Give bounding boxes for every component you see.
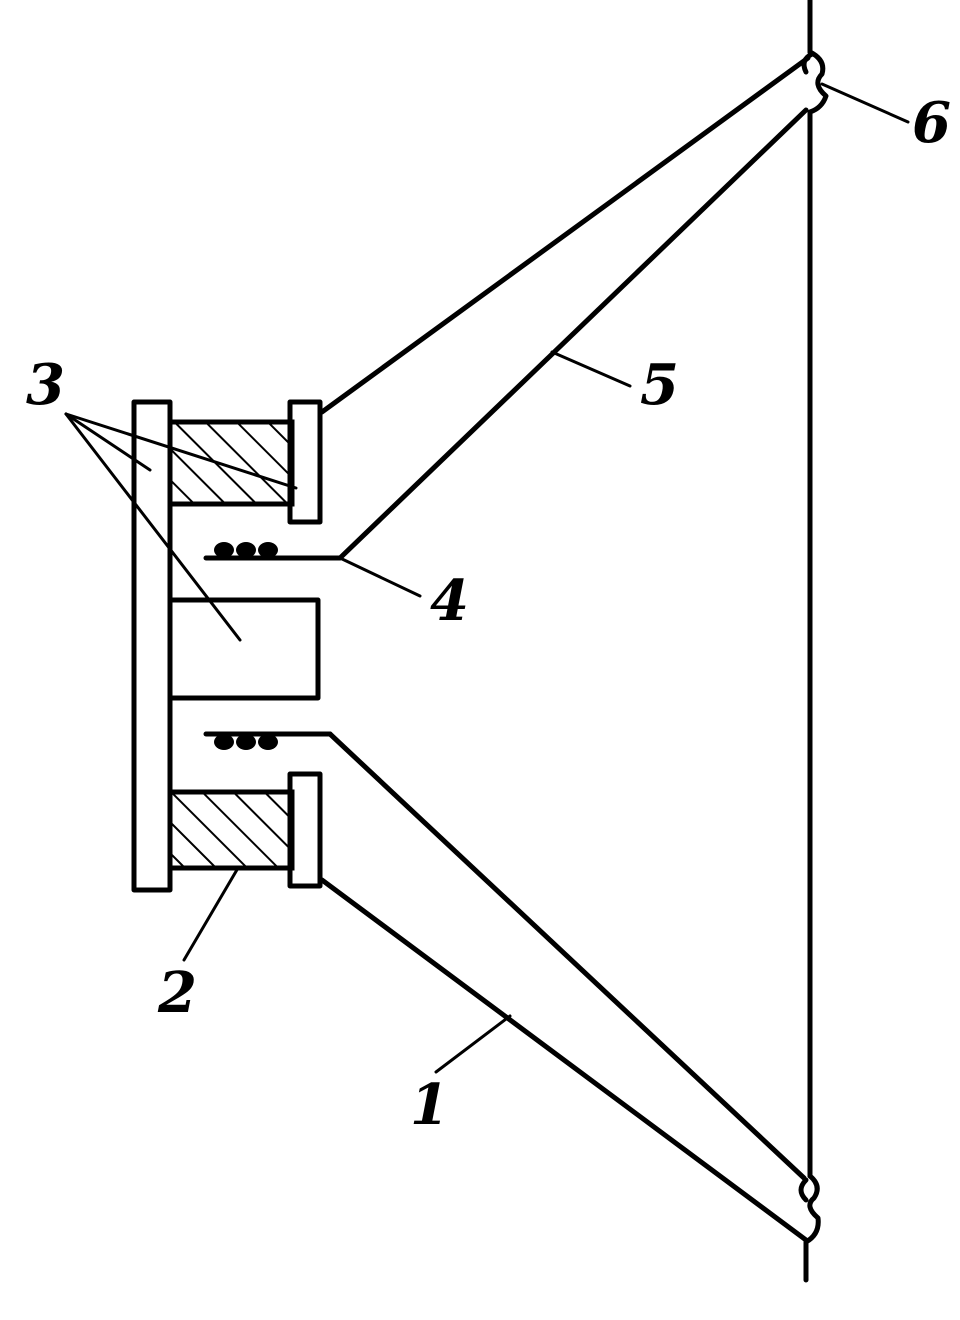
magnet-upper <box>167 419 295 507</box>
label-voice-coil: 4 <box>430 568 469 634</box>
label-magnet: 2 <box>157 960 197 1026</box>
label-magnetic-circuit: 3 <box>26 352 65 418</box>
leader-lines <box>64 82 910 1074</box>
label-cone: 1 <box>410 1072 449 1138</box>
baffle <box>803 0 829 1283</box>
front-plate-lower <box>287 771 323 889</box>
center-pole <box>167 597 321 701</box>
label-suspension: 6 <box>912 90 951 156</box>
label-diffuser: 5 <box>640 352 679 418</box>
cone-frame <box>319 55 811 1243</box>
diffuser-cone <box>327 107 809 1181</box>
voice-coil <box>203 542 343 750</box>
back-plate <box>131 399 173 893</box>
front-plate-upper <box>287 399 323 525</box>
magnet-lower <box>167 789 295 871</box>
